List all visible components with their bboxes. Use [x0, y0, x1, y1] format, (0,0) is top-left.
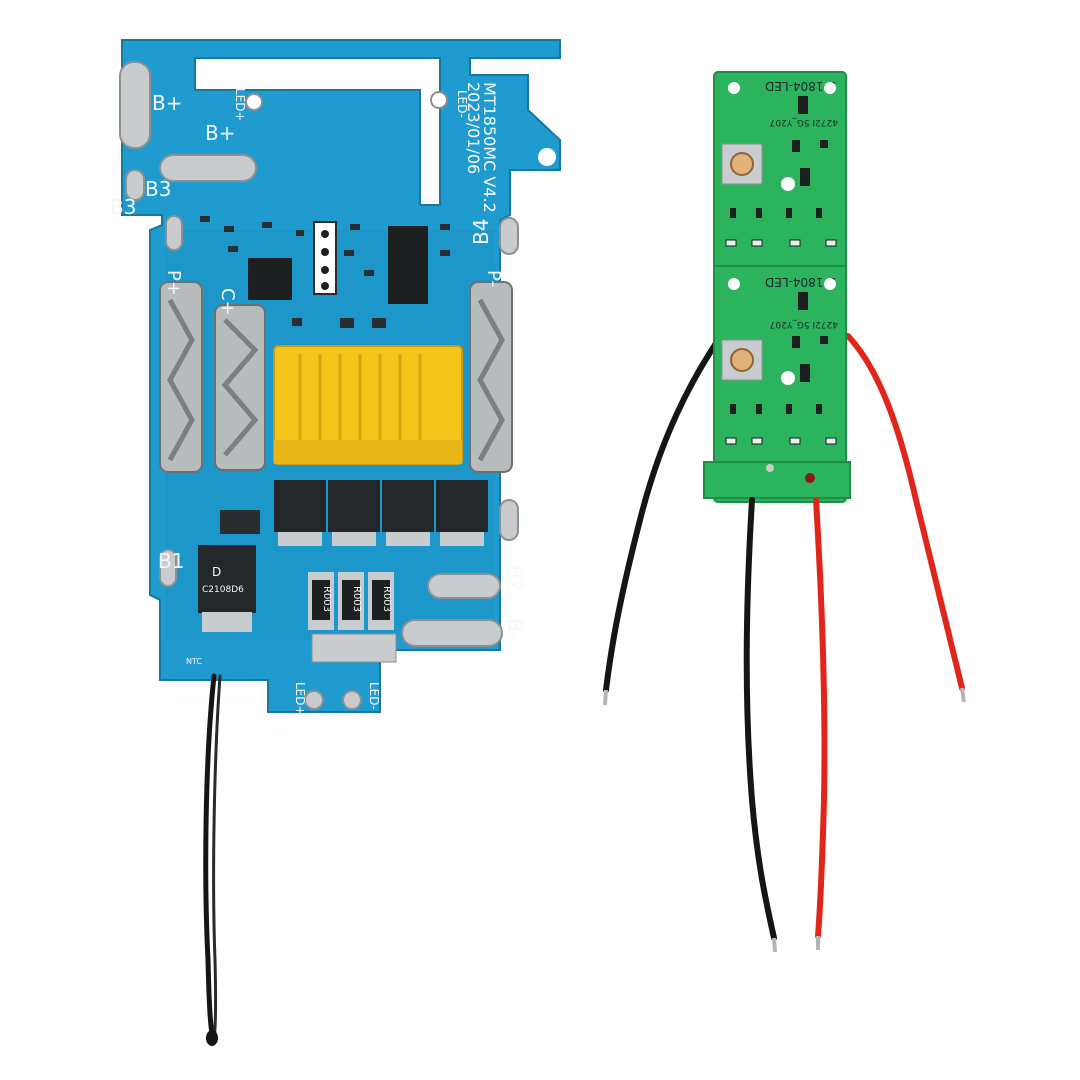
led-board-label-bottom: B-1804-LED	[765, 275, 836, 289]
label-led-plus-bottom: LED+	[293, 682, 307, 716]
pad-b1	[159, 549, 177, 587]
bms-board: D C2108D6 R003 R003 R003 B+ B+ B3 B3 B4 …	[110, 39, 561, 1046]
label-led-minus-top: LED-	[455, 90, 469, 118]
ntc-wire	[203, 673, 217, 1043]
transistor	[798, 96, 808, 114]
transistor	[800, 364, 810, 382]
button-cap-icon	[730, 152, 754, 176]
ic-label-top: 4272I 5G_Y207	[770, 117, 838, 127]
pad-b2	[499, 499, 519, 541]
black-wire-left	[603, 327, 728, 693]
led-board: B-1804-LED 4272I 5G_Y207 B-1804-LED 4272…	[603, 71, 966, 953]
black-wire-center	[743, 497, 777, 941]
pad-b-minus-2	[401, 619, 503, 647]
pcb-hole	[728, 82, 740, 94]
red-wire-right	[845, 333, 965, 691]
regulator: D C2108D6	[198, 545, 256, 632]
label-led-plus-top: LED+	[233, 88, 247, 122]
smd-top	[730, 140, 828, 218]
mount-hole	[538, 148, 556, 166]
led-minus-pad	[342, 690, 362, 710]
label-b-plus-2: B+	[205, 121, 235, 145]
label-c-plus: C+	[217, 288, 238, 316]
label-p-plus: P+	[163, 270, 184, 296]
pcb-hole	[824, 82, 836, 94]
ic-label-bottom: 4272I 5G_Y207	[770, 319, 838, 329]
button-cap-icon	[730, 348, 754, 372]
resistor-label: R003	[351, 586, 362, 612]
test-pad-grid	[311, 633, 397, 663]
label-ntc: NTC	[186, 657, 202, 666]
label-b1: B1	[158, 549, 184, 573]
header-pin	[321, 282, 329, 290]
ic-chip	[388, 226, 428, 304]
ntc-thermistor	[206, 1030, 218, 1046]
mosfet-row	[274, 480, 488, 546]
mount-hole	[245, 93, 263, 111]
regulator-code: C2108D6	[202, 585, 244, 595]
model-number: MT1850MC V4.2	[480, 82, 499, 213]
label-led-minus-bottom: LED-	[367, 682, 381, 710]
board-date: 2023/01/06	[464, 82, 483, 174]
led-row-top	[725, 239, 837, 247]
pad-b3-2	[165, 215, 183, 251]
label-b3-2: B3	[110, 195, 136, 219]
pad-b-plus-2	[159, 154, 257, 182]
wire-tip	[772, 937, 777, 953]
header-pin	[321, 248, 329, 256]
smd-bottom	[730, 336, 828, 414]
transistor	[800, 168, 810, 186]
resistor-label: R003	[321, 586, 332, 612]
led-row-bottom	[725, 437, 837, 445]
ntc-wire-2	[212, 674, 222, 1042]
label-b4: B4	[469, 219, 493, 245]
solder-point	[805, 473, 815, 483]
shunt-resistors: R003 R003 R003	[308, 572, 394, 630]
pad-b-plus	[119, 61, 151, 149]
pcb-hole	[728, 278, 740, 290]
led-plus-pad	[304, 690, 324, 710]
wire-tip	[960, 687, 966, 703]
label-b-plus: B+	[152, 91, 182, 115]
solder-point	[766, 464, 774, 472]
label-b-minus: B-	[503, 618, 527, 639]
pcb-hole	[781, 177, 795, 191]
wire-tab	[703, 461, 851, 499]
wire-tip	[603, 689, 608, 706]
label-b3: B3	[145, 177, 171, 201]
resistor-label: R003	[381, 586, 392, 612]
red-wire-center	[813, 497, 828, 939]
pcb-hole	[824, 278, 836, 290]
terminal-p-minus	[469, 281, 513, 473]
mount-hole	[430, 91, 448, 109]
regulator-mark: D	[212, 565, 221, 579]
pad-b-minus-1	[427, 573, 501, 599]
yellow-connector	[273, 345, 463, 465]
header-pin	[321, 266, 329, 274]
pcb-hole	[781, 371, 795, 385]
led-board-label-top: B-1804-LED	[765, 79, 836, 93]
terminal-p-plus	[159, 281, 203, 473]
ic-chip	[248, 258, 292, 300]
terminal-c-plus	[214, 304, 266, 471]
header-pin	[321, 230, 329, 238]
header-pins	[313, 221, 337, 295]
pad-b4	[499, 217, 519, 255]
smd-components	[200, 216, 450, 534]
label-p-minus: P-	[483, 270, 504, 287]
pad-b3	[125, 169, 145, 201]
label-b2: B2	[503, 565, 527, 591]
transistor	[798, 292, 808, 310]
